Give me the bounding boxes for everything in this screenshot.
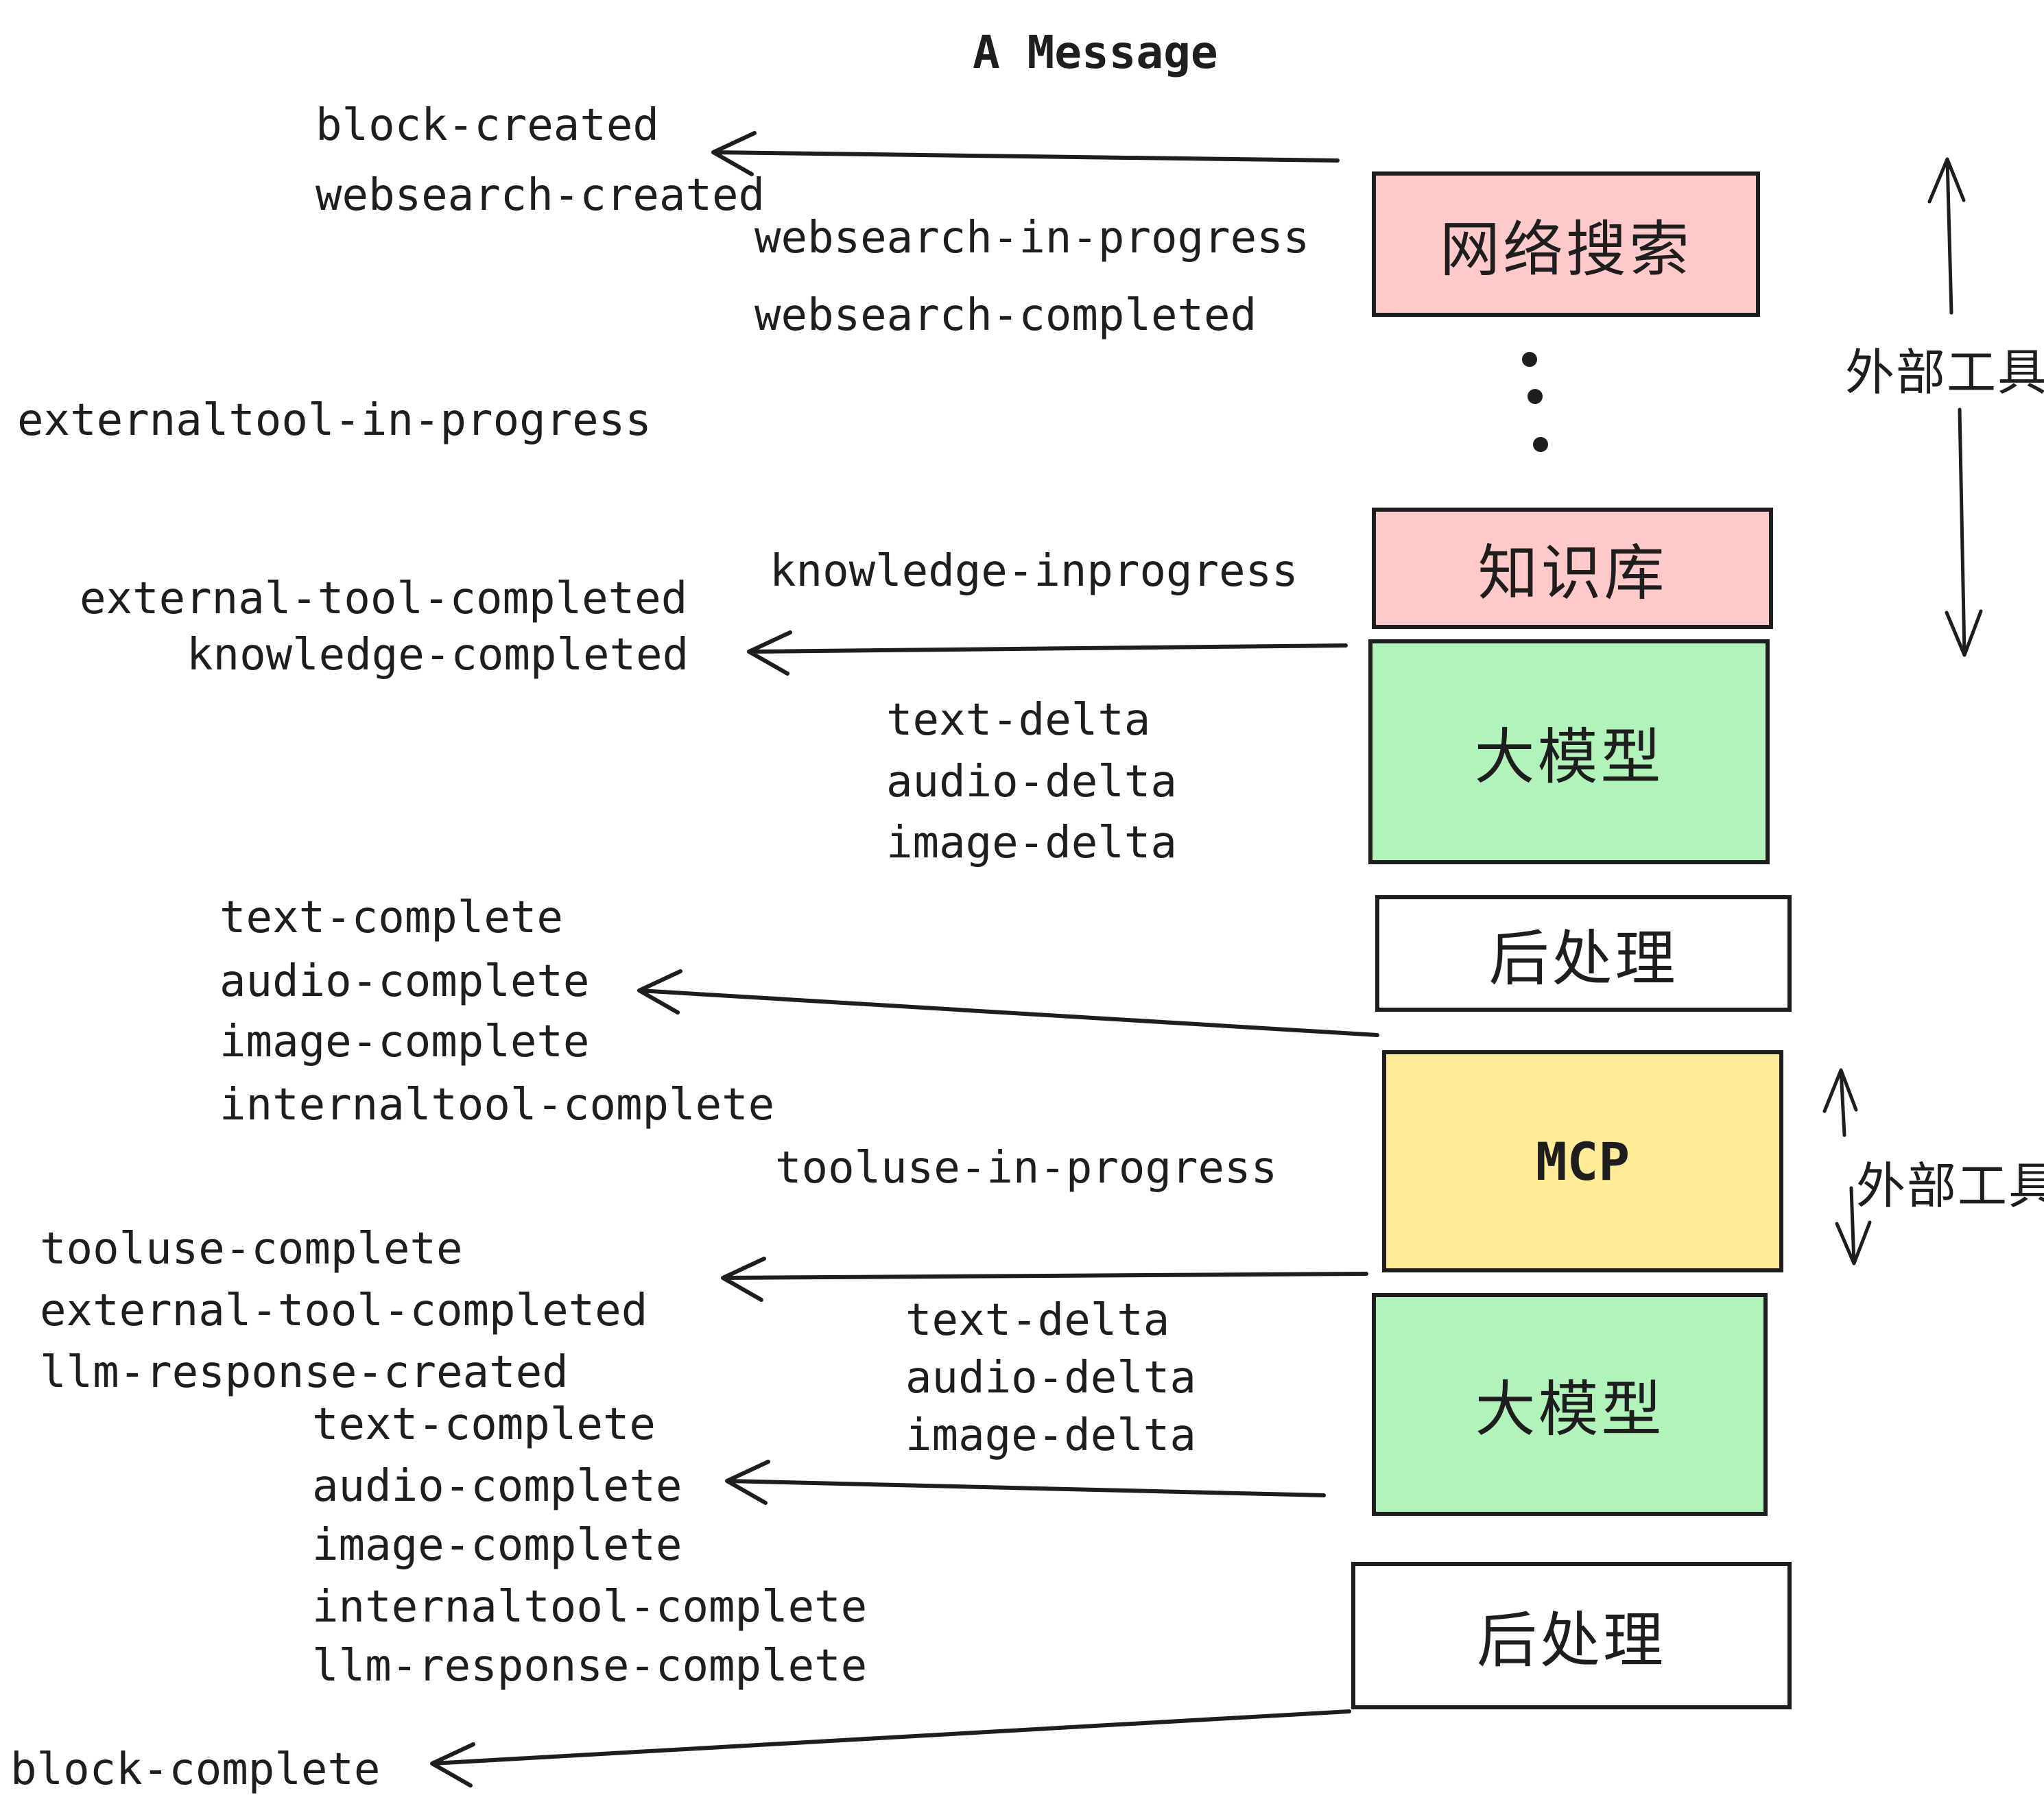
event-tooluse-in-progress: tooluse-in-progress bbox=[775, 1143, 1278, 1194]
event-text-complete-top: text-complete bbox=[219, 892, 563, 943]
event-audio-delta-top: audio-delta bbox=[886, 757, 1177, 807]
postprocess-box-bottom: 后处理 bbox=[1351, 1562, 1792, 1709]
event-tooluse-complete: tooluse-complete bbox=[40, 1224, 463, 1274]
event-internaltool-complete-top: internaltool-complete bbox=[219, 1080, 775, 1130]
event-websearch-created: websearch-created bbox=[316, 170, 765, 221]
event-knowledge-completed: knowledge-completed bbox=[187, 630, 689, 680]
arrow-block-complete bbox=[430, 1709, 1351, 1788]
ellipsis-dot bbox=[1533, 437, 1548, 452]
event-block-complete: block-complete bbox=[10, 1744, 381, 1795]
event-websearch-completed: websearch-completed bbox=[754, 290, 1257, 341]
event-internaltool-complete-bottom: internaltool-complete bbox=[312, 1582, 868, 1633]
arrow-complete-bottom bbox=[725, 1460, 1326, 1505]
event-audio-complete-top: audio-complete bbox=[219, 956, 590, 1007]
event-text-delta-bottom: text-delta bbox=[905, 1295, 1170, 1346]
llm-box-top-label: 大模型 bbox=[1474, 721, 1664, 792]
event-image-complete-bottom: image-complete bbox=[312, 1520, 682, 1571]
llm-box-top: 大模型 bbox=[1368, 639, 1770, 864]
event-text-delta-top: text-delta bbox=[886, 695, 1151, 746]
knowledge-box: 知识库 bbox=[1372, 508, 1773, 629]
event-audio-delta-bottom: audio-delta bbox=[905, 1353, 1196, 1403]
llm-box-bottom: 大模型 bbox=[1372, 1293, 1768, 1516]
event-websearch-in-progress: websearch-in-progress bbox=[754, 213, 1310, 263]
event-external-tool-completed-bottom: external-tool-completed bbox=[40, 1285, 648, 1336]
websearch-box: 网络搜索 bbox=[1372, 171, 1760, 317]
event-llm-response-complete: llm-response-complete bbox=[312, 1641, 868, 1692]
event-block-created: block-created bbox=[316, 100, 659, 151]
knowledge-box-label: 知识库 bbox=[1477, 538, 1667, 608]
arrow-knowledge-completed bbox=[747, 630, 1348, 676]
postprocess-box-top: 后处理 bbox=[1375, 895, 1792, 1012]
event-external-tool-completed-top: external-tool-completed bbox=[80, 573, 688, 624]
postprocess-box-top-label: 后处理 bbox=[1488, 923, 1678, 994]
mcp-box: MCP bbox=[1382, 1050, 1783, 1272]
event-externaltool-in-progress: externaltool-in-progress bbox=[17, 395, 652, 446]
external-tools-label-top: 外部工具 bbox=[1845, 344, 2044, 401]
postprocess-box-bottom-label: 后处理 bbox=[1476, 1605, 1666, 1676]
arrow-tooluse-complete bbox=[721, 1257, 1368, 1302]
external-tools-label-bottom: 外部工具 bbox=[1856, 1157, 2044, 1215]
external-tools-top-down-arrow bbox=[1945, 407, 1983, 657]
arrow-websearch-created bbox=[711, 131, 1340, 176]
event-image-delta-top: image-delta bbox=[886, 818, 1177, 868]
diagram-title: A Message bbox=[973, 26, 1218, 79]
event-llm-response-created: llm-response-created bbox=[40, 1347, 569, 1398]
external-tools-top-up-arrow bbox=[1927, 157, 1966, 315]
websearch-box-label: 网络搜索 bbox=[1439, 213, 1692, 285]
arrow-internal-complete-top bbox=[637, 969, 1379, 1037]
event-text-complete-bottom: text-complete bbox=[312, 1399, 656, 1450]
event-knowledge-inprogress: knowledge-inprogress bbox=[770, 546, 1298, 597]
external-tools-bottom-up-arrow bbox=[1822, 1068, 1858, 1137]
ellipsis-dot bbox=[1522, 352, 1537, 367]
event-audio-complete-bottom: audio-complete bbox=[312, 1461, 682, 1512]
mcp-box-label: MCP bbox=[1535, 1130, 1630, 1192]
event-image-delta-bottom: image-delta bbox=[905, 1410, 1196, 1461]
llm-box-bottom-label: 大模型 bbox=[1475, 1374, 1665, 1445]
event-image-complete-top: image-complete bbox=[219, 1017, 590, 1067]
ellipsis-dot bbox=[1528, 389, 1543, 404]
